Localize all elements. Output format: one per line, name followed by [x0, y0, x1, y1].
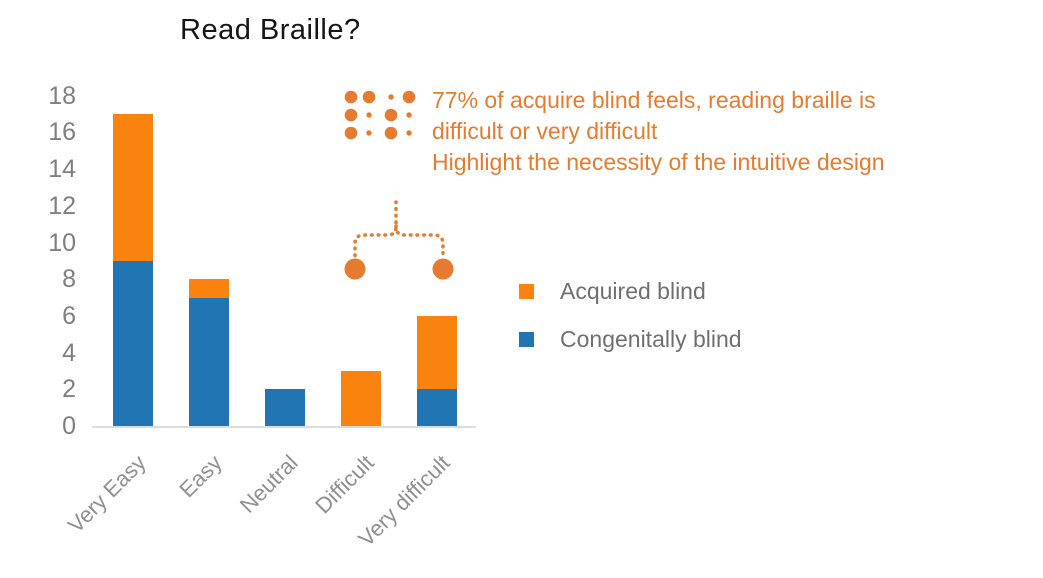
bar-very-easy-acquired: [112, 114, 153, 261]
legend-item-acquired-blind: Acquired blind: [519, 276, 742, 306]
bar-very-difficult-congenitally: [416, 389, 457, 426]
legend: Acquired blind Congenitally blind: [519, 276, 742, 372]
bracket-dot-left: [344, 258, 366, 280]
legend-swatch-congenitally: [519, 331, 534, 347]
y-tick-label-16: 16: [48, 118, 76, 147]
x-axis-line: [92, 426, 476, 428]
bracket-dot-right: [432, 258, 454, 280]
range-bracket-icon: [344, 200, 454, 280]
bar-very-difficult-acquired: [416, 315, 457, 390]
y-tick-label-12: 12: [48, 191, 76, 220]
legend-label-acquired: Acquired blind: [560, 277, 706, 304]
legend-swatch-acquired: [519, 283, 534, 299]
y-tick-label-18: 18: [48, 81, 76, 110]
y-tick-label-0: 0: [62, 412, 76, 440]
y-tick-label-8: 8: [62, 265, 76, 294]
legend-item-congenitally-blind: Congenitally blind: [519, 324, 742, 354]
annotation-line-3: Highlight the necessity of the intuitive…: [432, 149, 885, 175]
y-tick-label-6: 6: [62, 301, 76, 330]
annotation-line-2: difficult or very difficult: [432, 118, 658, 144]
bar-easy-congenitally: [188, 297, 229, 426]
chart-title: Read Braille?: [180, 14, 361, 46]
bar-very-easy-congenitally: [112, 260, 153, 426]
bar-difficult-acquired: [340, 370, 381, 426]
annotation-line-1: 77% of acquire blind feels, reading brai…: [432, 87, 876, 113]
legend-label-congenitally: Congenitally blind: [560, 325, 742, 352]
braille-icon: [344, 90, 416, 140]
bar-neutral-congenitally: [264, 389, 305, 426]
y-tick-label-14: 14: [48, 155, 76, 184]
y-tick-label-4: 4: [62, 338, 76, 367]
y-tick-label-10: 10: [48, 228, 76, 257]
annotation-text: 77% of acquire blind feels, reading brai…: [432, 85, 1042, 178]
y-tick-label-2: 2: [62, 375, 76, 404]
bar-easy-acquired: [188, 279, 229, 298]
